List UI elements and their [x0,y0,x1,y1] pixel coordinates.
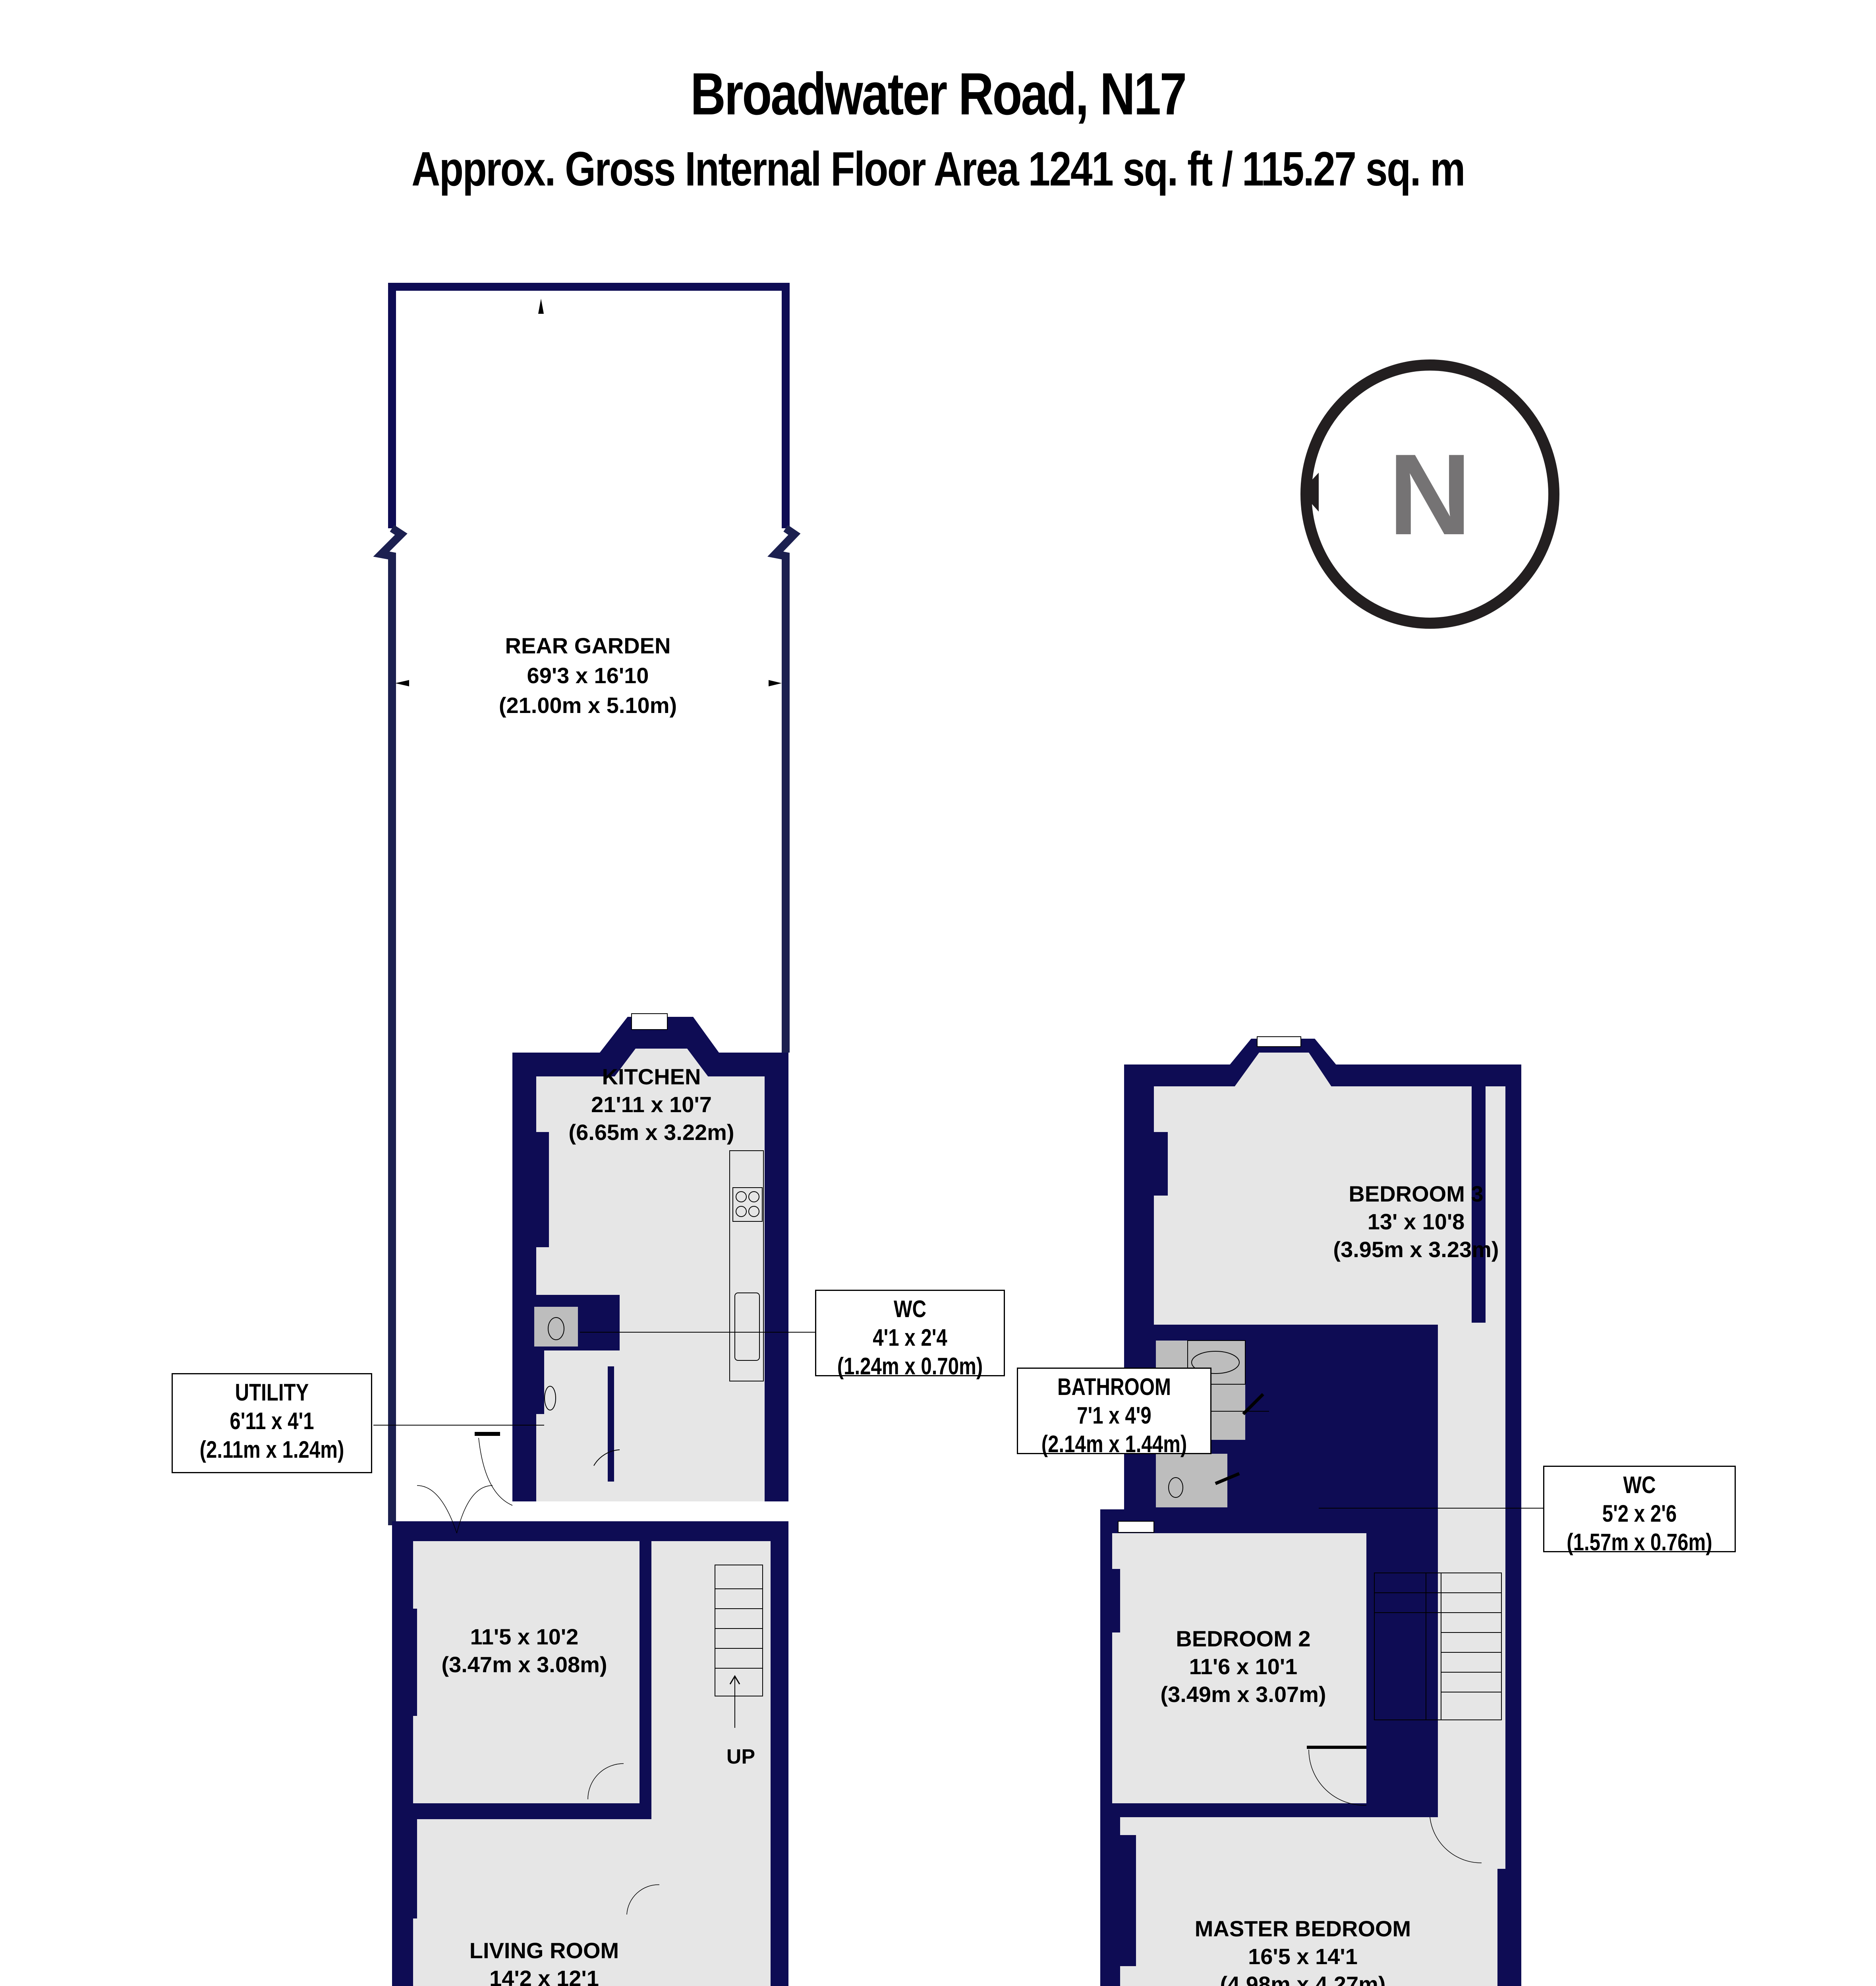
svg-text:(4.98m x 4.27m): (4.98m x 4.27m) [1220,1972,1385,1986]
callout-metric: (2.11m x 1.24m) [199,1436,344,1463]
svg-text:N: N [1388,430,1471,559]
svg-text:LIVING ROOM: LIVING ROOM [469,1938,619,1963]
svg-text:(3.49m x 3.07m): (3.49m x 3.07m) [1160,1682,1326,1707]
svg-text:11'6 x 10'1: 11'6 x 10'1 [1189,1654,1298,1679]
svg-text:REAR GARDEN: REAR GARDEN [505,633,671,658]
ground-floor-main [392,1485,788,1986]
svg-text:(3.47m x 3.08m): (3.47m x 3.08m) [441,1652,607,1677]
svg-text:(21.00m x 5.10m): (21.00m x 5.10m) [499,693,677,718]
living-room [413,1819,683,1986]
svg-text:13' x 10'8: 13' x 10'8 [1368,1209,1465,1234]
svg-text:11'5 x 10'2: 11'5 x 10'2 [470,1624,579,1649]
svg-text:KITCHEN: KITCHEN [602,1064,701,1089]
gross-area-subtitle: Approx. Gross Internal Floor Area 1241 s… [412,142,1465,196]
toilet-icon [1168,1477,1183,1498]
callout-imperial: 5'2 x 2'6 [1602,1500,1677,1527]
first-floor-wc-room [1156,1454,1227,1507]
svg-text:UP: UP [726,1745,755,1768]
bath-icon [1191,1351,1240,1374]
page-title: Broadwater Road, N17 [690,60,1187,127]
kitchen [475,1013,788,1506]
callout-metric: (1.57m x 0.76m) [1567,1529,1712,1555]
north-arrow-icon: N [1300,359,1559,629]
svg-text:14'2 x 12'1: 14'2 x 12'1 [489,1966,599,1986]
dimension-arrow-icon [538,299,544,314]
hob-icon [732,1187,763,1222]
svg-text:(3.95m x 3.23m): (3.95m x 3.23m) [1333,1237,1499,1262]
master-bedroom [1120,1817,1497,1986]
bedroom-2 [1112,1533,1366,1803]
staircase [715,1565,763,1728]
svg-text:BEDROOM 2: BEDROOM 2 [1176,1626,1310,1651]
rear-garden [373,283,801,1525]
callout-wc-ground: WC 4'1 x 2'4 (1.24m x 0.70m) [815,1290,1005,1379]
callout-wc-first: WC 5'2 x 2'6 (1.57m x 0.76m) [1543,1466,1736,1555]
svg-text:(6.65m x 3.22m): (6.65m x 3.22m) [568,1120,734,1145]
basin-icon [544,1386,556,1410]
callout-imperial: 7'1 x 4'9 [1077,1402,1151,1429]
callout-title: UTILITY [235,1379,309,1406]
svg-text:21'11 x 10'7: 21'11 x 10'7 [591,1092,712,1117]
callout-imperial: 4'1 x 2'4 [873,1324,947,1351]
svg-text:69'3 x 16'10: 69'3 x 16'10 [527,663,649,688]
wc-room [534,1307,578,1347]
callout-title: WC [1623,1472,1656,1498]
first-floor-plan: BEDROOM 3 13' x 10'8 (3.95m x 3.23m) BED… [1072,1036,1545,1986]
staircase [1374,1573,1502,1720]
callout-utility: UTILITY 6'11 x 4'1 (2.11m x 1.24m) [172,1373,372,1473]
landing [1486,1086,1505,1869]
toilet-icon [548,1317,564,1340]
callout-imperial: 6'11 x 4'1 [230,1408,314,1434]
callout-bathroom: BATHROOM 7'1 x 4'9 (2.14m x 1.44m) [1017,1368,1211,1457]
svg-text:16'5 x 14'1: 16'5 x 14'1 [1248,1944,1358,1969]
callout-title: WC [894,1296,926,1322]
svg-text:BEDROOM 3: BEDROOM 3 [1349,1181,1483,1206]
callout-title: BATHROOM [1057,1374,1171,1400]
ground-floor-plan: REAR GARDEN 69'3 x 16'10 (21.00m x 5.10m… [373,283,816,1986]
dining-room [413,1541,640,1803]
callout-metric: (1.24m x 0.70m) [837,1353,983,1379]
callout-metric: (2.14m x 1.44m) [1041,1431,1187,1457]
svg-text:MASTER BEDROOM: MASTER BEDROOM [1195,1916,1411,1941]
sink-icon [734,1292,760,1361]
